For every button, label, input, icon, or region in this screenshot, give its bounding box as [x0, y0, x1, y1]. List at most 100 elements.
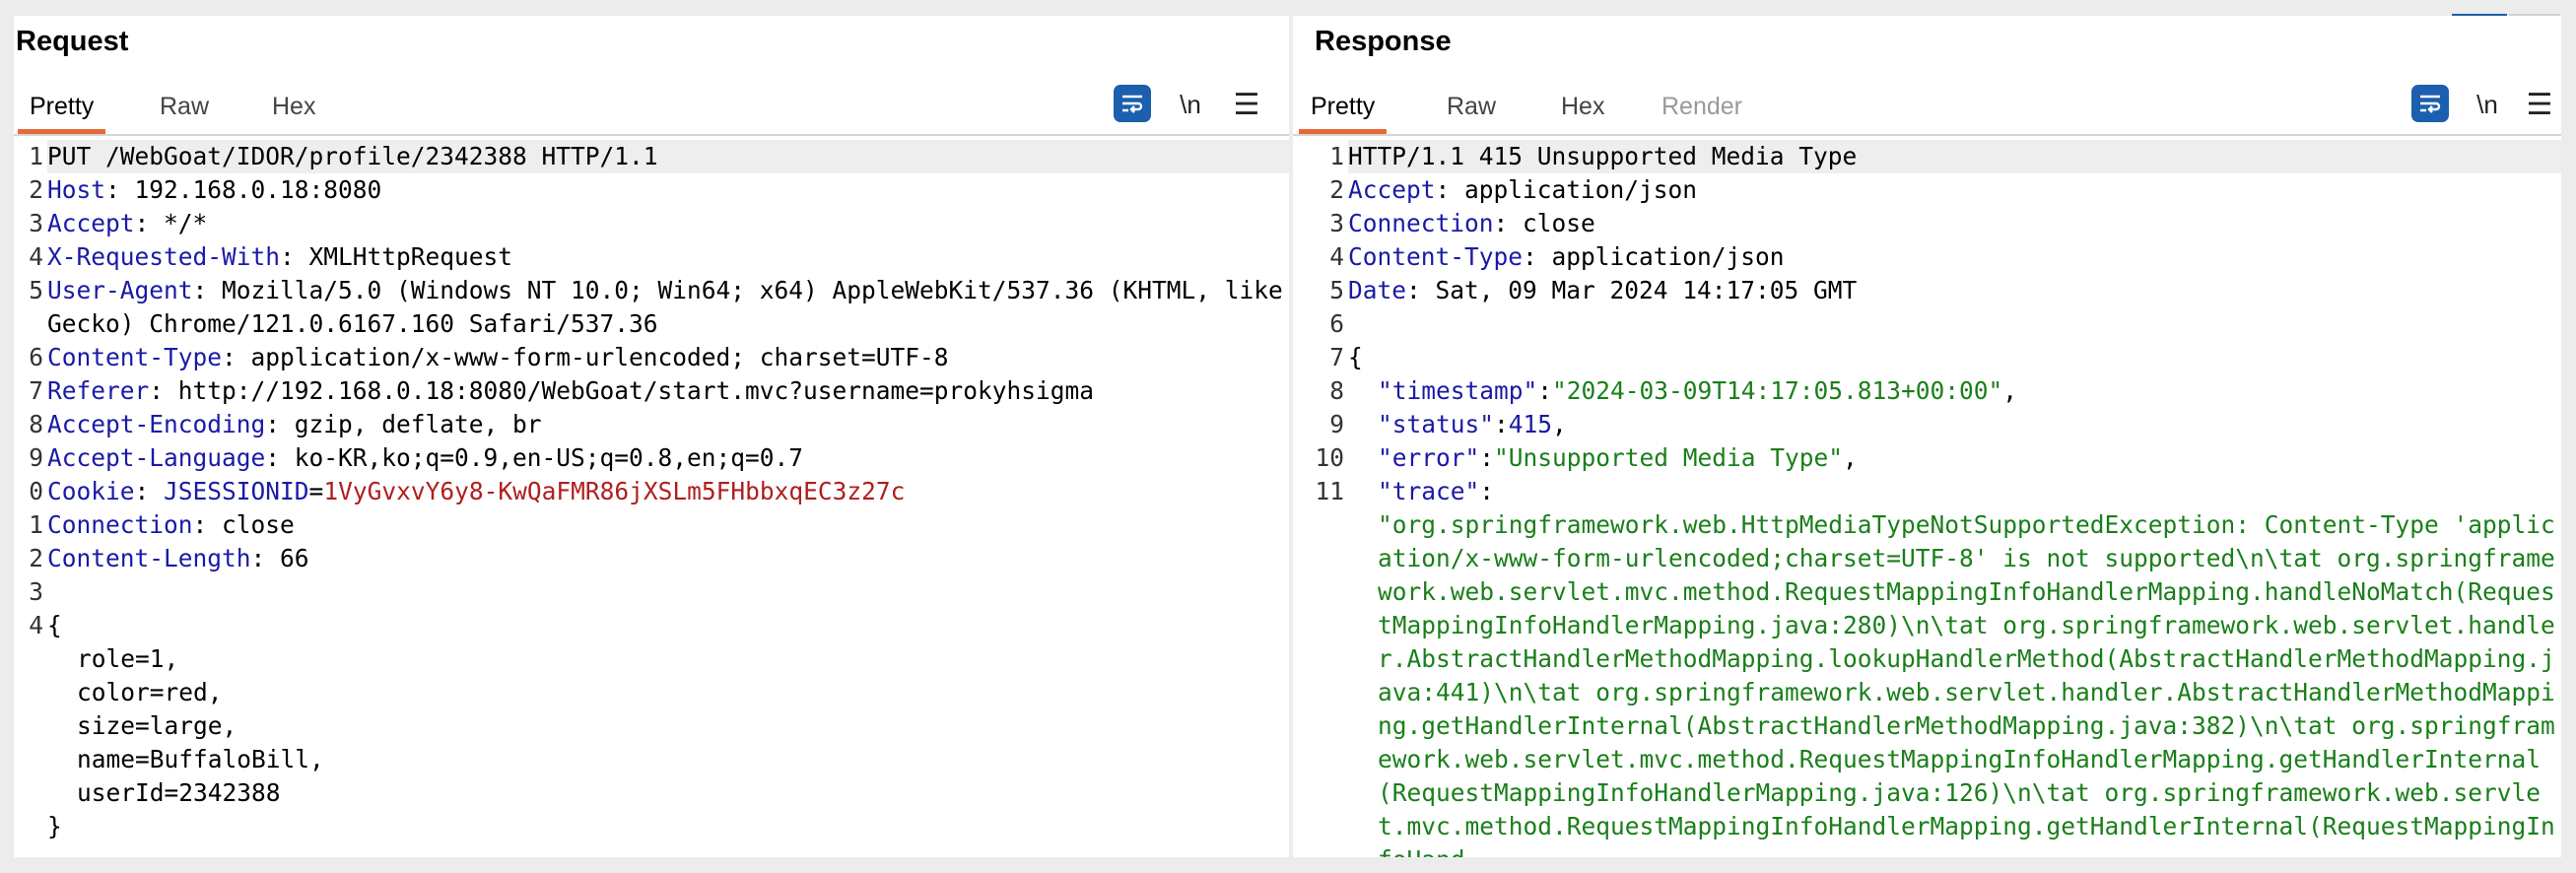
header-name: Connection — [1348, 209, 1494, 237]
header-value: 66 — [265, 544, 309, 572]
response-tabs: Pretty Raw Hex Render \n ☰ — [1293, 77, 2561, 136]
body-text-line: color=red, — [77, 678, 223, 706]
line-number: 7 — [29, 376, 43, 405]
header-value: http://192.168.0.18:8080/WebGoat/start.m… — [164, 376, 1095, 405]
header-text: Accept-Encoding: gzip, deflate, br — [47, 408, 1289, 441]
json-line: 9"status":415, — [1293, 408, 2561, 441]
body-text-line: size=large, — [77, 711, 237, 740]
header-value: close — [1508, 209, 1595, 237]
header-value: ko-KR,ko;q=0.9,en-US;q=0.8,en;q=0.7 — [280, 443, 804, 472]
json-comma: , — [2002, 376, 2018, 405]
request-tab-raw[interactable]: Raw — [160, 93, 210, 120]
blank-line: 3 — [14, 575, 1289, 609]
line-number: 4 — [29, 242, 43, 271]
header-text: Content-Type: application/json — [1348, 240, 2561, 274]
response-tab-pretty[interactable]: Pretty — [1299, 77, 1388, 134]
header-name: Accept-Language — [47, 443, 266, 472]
wrap-lines-icon[interactable] — [2411, 85, 2449, 122]
status-line-text: HTTP/1.1 415 Unsupported Media Type — [1348, 140, 2561, 173]
response-tab-raw[interactable]: Raw — [1447, 93, 1497, 120]
header-name: Cookie — [47, 477, 135, 505]
header-text: Host: 192.168.0.18:8080 — [47, 173, 1289, 207]
json-text: "error":"Unsupported Media Type", — [1348, 441, 2561, 475]
line-number: 1 — [29, 510, 43, 539]
newline-toggle-icon[interactable]: \n — [1180, 89, 1201, 119]
json-line: 8"timestamp":"2024-03-09T14:17:05.813+00… — [1293, 374, 2561, 408]
json-key: "status" — [1378, 410, 1495, 438]
body-text-line: name=BuffaloBill, — [77, 745, 324, 773]
header-colon: : — [1406, 276, 1421, 304]
cookie-name: JSESSIONID — [164, 477, 309, 505]
header-value: Sat, 09 Mar 2024 14:17:05 GMT — [1420, 276, 1858, 304]
header-value: application/json — [1536, 242, 1785, 271]
header-name: Content-Type — [1348, 242, 1524, 271]
menu-icon[interactable]: ☰ — [1233, 88, 1260, 121]
cookie-equals: = — [308, 477, 324, 505]
trace-value: "org.springframework.web.HttpMediaTypeNo… — [1378, 510, 2555, 857]
header-text: Connection: close — [1348, 207, 2561, 240]
header-text: Referer: http://192.168.0.18:8080/WebGoa… — [47, 374, 1289, 408]
header-name: X-Requested-With — [47, 242, 281, 271]
line-number: 3 — [29, 209, 43, 237]
header-name: Content-Type — [47, 343, 223, 371]
line-number: 10 — [1315, 443, 1344, 472]
json-line: 10"error":"Unsupported Media Type", — [1293, 441, 2561, 475]
header-text: Accept: */* — [47, 207, 1289, 240]
request-tabs: Pretty Raw Hex \n ☰ — [14, 77, 1289, 136]
header-colon: : — [1493, 209, 1509, 237]
header-value: XMLHttpRequest — [294, 242, 513, 271]
json-value: 415 — [1508, 410, 1553, 438]
line-number: 4 — [1329, 242, 1344, 271]
line-number: 9 — [29, 443, 43, 472]
response-tab-render[interactable]: Render — [1661, 93, 1742, 120]
menu-icon[interactable]: ☰ — [2526, 88, 2553, 121]
json-text: "timestamp":"2024-03-09T14:17:05.813+00:… — [1348, 374, 2561, 408]
header-colon: : — [149, 376, 165, 405]
header-colon: : — [265, 410, 281, 438]
body-text-line: role=1, — [77, 644, 179, 673]
header-colon: : — [134, 209, 150, 237]
json-comma: , — [1843, 443, 1858, 472]
json-open-line: 7 { — [1293, 341, 2561, 374]
header-colon: : — [1435, 175, 1451, 204]
request-tab-pretty[interactable]: Pretty — [18, 77, 106, 134]
header-colon: : — [192, 276, 208, 304]
header-value: close — [207, 510, 295, 539]
json-key: "error" — [1378, 443, 1480, 472]
line-number: 5 — [29, 276, 43, 304]
line-number: 9 — [1329, 410, 1344, 438]
response-tab-hex[interactable]: Hex — [1561, 93, 1605, 120]
header-name: Referer — [47, 376, 150, 405]
line-number: 6 — [1329, 309, 1344, 338]
header-name: Host — [47, 175, 106, 204]
header-text: Date: Sat, 09 Mar 2024 14:17:05 GMT — [1348, 274, 2561, 307]
json-colon: : — [1479, 443, 1495, 472]
header-name: Accept — [1348, 175, 1436, 204]
status-line: 1 HTTP/1.1 415 Unsupported Media Type — [1293, 140, 2561, 173]
line-number: 3 — [29, 577, 43, 606]
header-text: User-Agent: Mozilla/5.0 (Windows NT 10.0… — [47, 274, 1289, 341]
json-colon: : — [1494, 410, 1509, 438]
line-number: 2 — [29, 175, 43, 204]
header-text: Connection: close — [47, 508, 1289, 542]
newline-toggle-icon[interactable]: \n — [2476, 89, 2498, 119]
request-tab-hex[interactable]: Hex — [272, 93, 316, 120]
header-text: X-Requested-With: XMLHttpRequest — [47, 240, 1289, 274]
response-pane: Response Pretty Raw Hex Render \n ☰ 1 HT… — [1293, 16, 2561, 857]
header-text: Content-Type: application/x-www-form-url… — [47, 341, 1289, 374]
wrap-lines-icon[interactable] — [1114, 85, 1151, 122]
request-editor[interactable]: 1 PUT /WebGoat/IDOR/profile/2342388 HTTP… — [14, 140, 1289, 857]
cookie-header-line: 0 Cookie: JSESSIONID=1VyGvxvY6y8-KwQaFMR… — [14, 475, 1289, 508]
body-text-line: userId=2342388 — [77, 778, 281, 807]
